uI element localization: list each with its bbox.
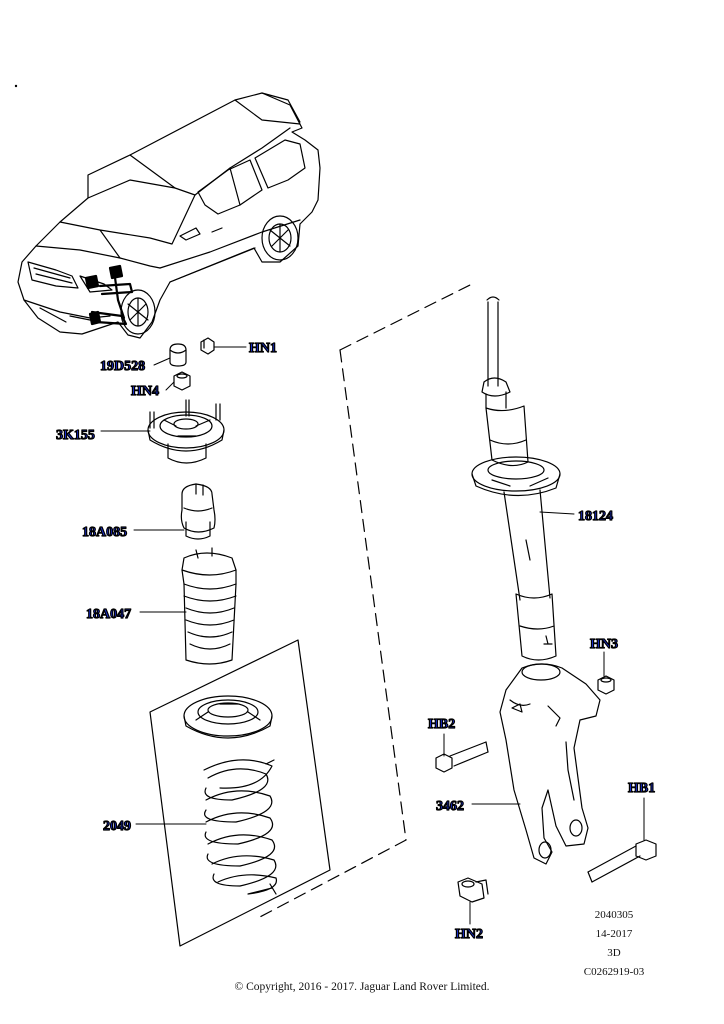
- callout-labels: HN1 19D528 HN4 3K155 18A085 18A047 2049 …: [55, 340, 655, 942]
- label-hn1: HN1: [249, 341, 277, 356]
- bolt-hb1: [587, 839, 657, 883]
- leader-lines: [100, 346, 645, 925]
- shock-absorber-18124: [471, 296, 561, 661]
- copyright-notice: © Copyright, 2016 - 2017. Jaguar Land Ro…: [234, 981, 490, 993]
- spring-seat: [183, 695, 273, 739]
- meta-ref: C0262919-03: [583, 966, 645, 978]
- label-18a047: 18A047: [86, 607, 131, 622]
- label-hb1: HB1: [628, 781, 655, 796]
- nut-hn4: [173, 371, 191, 391]
- meta-date: 14-2017: [595, 928, 633, 940]
- label-hn3: HN3: [590, 637, 618, 652]
- top-mount-3k155: [147, 399, 225, 464]
- nut-hn2: [457, 877, 489, 903]
- label-19d528: 19D528: [100, 359, 145, 374]
- label-hb2: HB2: [428, 717, 455, 732]
- illustration-meta: 2040305 14-2017 3D C0262919-03: [574, 906, 654, 982]
- label-3k155: 3K155: [56, 428, 95, 443]
- label-hn2: HN2: [455, 927, 483, 942]
- knuckle-3462: [499, 663, 601, 865]
- vehicle-illustration: [14, 84, 321, 339]
- label-hn4: HN4: [131, 384, 159, 399]
- label-2049: 2049: [103, 819, 131, 834]
- nut-hn3: [597, 675, 615, 695]
- dust-boot-18a047: [181, 547, 237, 665]
- coil-spring-2049: [203, 759, 278, 895]
- label-18124: 18124: [578, 509, 613, 524]
- label-18a085: 18A085: [82, 525, 127, 540]
- assembly-outline: [257, 283, 473, 919]
- meta-code: 2040305: [594, 909, 634, 921]
- cap-19d528: [169, 343, 187, 367]
- nut-hn1: [200, 337, 215, 355]
- label-3462: 3462: [436, 799, 464, 814]
- spring-frame: [149, 639, 331, 947]
- bump-stop-18a085: [180, 483, 216, 540]
- meta-view: 3D: [607, 947, 621, 959]
